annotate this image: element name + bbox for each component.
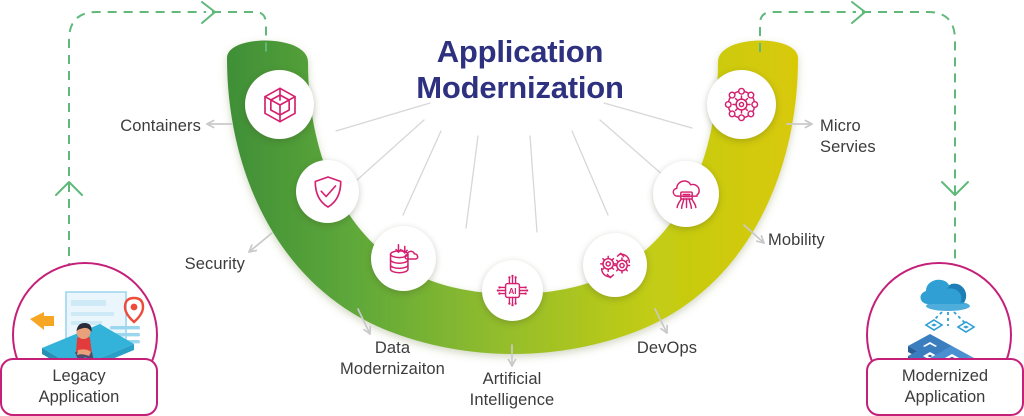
pillar-icon-devops[interactable] (583, 233, 647, 297)
pillar-label-devops: DevOps (636, 339, 698, 357)
pillar-label-security: Security (184, 255, 245, 273)
pillar-icon-data-modernization[interactable] (371, 226, 436, 291)
pillar-arrows (206, 119, 813, 367)
pillar-icon-security[interactable] (296, 160, 359, 223)
pillar-icon-artificial-intelligence[interactable]: AI (482, 260, 543, 321)
pillar-label-microservices: Micro Servies (820, 117, 876, 156)
arrow-devops (654, 308, 669, 334)
flow-arrowhead-right-right (851, 1, 866, 24)
arrow-security (248, 232, 273, 253)
modernized-application-label: Modernized Application (866, 358, 1024, 416)
page-title: Application Modernization (416, 34, 624, 105)
arrow-data (357, 308, 372, 335)
legacy-application-label: Legacy Application (0, 358, 158, 416)
svg-text:AI: AI (508, 287, 516, 296)
pillar-icon-containers[interactable] (245, 70, 314, 139)
flow-arrowhead-left-right (201, 1, 216, 24)
legacy-laptop-person-illustration (30, 291, 145, 374)
flow-path-right (759, 11, 956, 272)
legacy-application-group[interactable]: Legacy Application (0, 262, 170, 416)
pillar-label-containers: Containers (120, 117, 201, 135)
pillar-icon-mobility[interactable] (653, 161, 719, 227)
flow-arrowhead-right-down (941, 181, 969, 196)
pillar-label-mobility: Mobility (768, 231, 825, 249)
ai-chip-icon: AI (496, 274, 529, 307)
database-cloud-icon (389, 243, 418, 273)
pillar-label-artificial-intelligence: Artificial Intelligence (469, 370, 555, 409)
gears-cycle-icon (599, 252, 630, 278)
modernized-application-group[interactable]: Modernized Application (854, 262, 1024, 416)
arrow-mobility (743, 224, 765, 244)
microservices-ring-icon (724, 87, 759, 122)
flow-path-left (68, 11, 267, 272)
shield-check-icon (313, 175, 342, 208)
cube-wireframe-icon (263, 87, 296, 122)
radial-spokes (335, 102, 693, 233)
flow-arrowhead-left-up (55, 181, 83, 196)
cloud-network-icon (672, 179, 700, 209)
modernization-arc (227, 40, 798, 354)
pillar-label-data-modernization: Data Modernizaiton (340, 339, 445, 378)
pillar-icon-microservices[interactable] (707, 70, 776, 139)
